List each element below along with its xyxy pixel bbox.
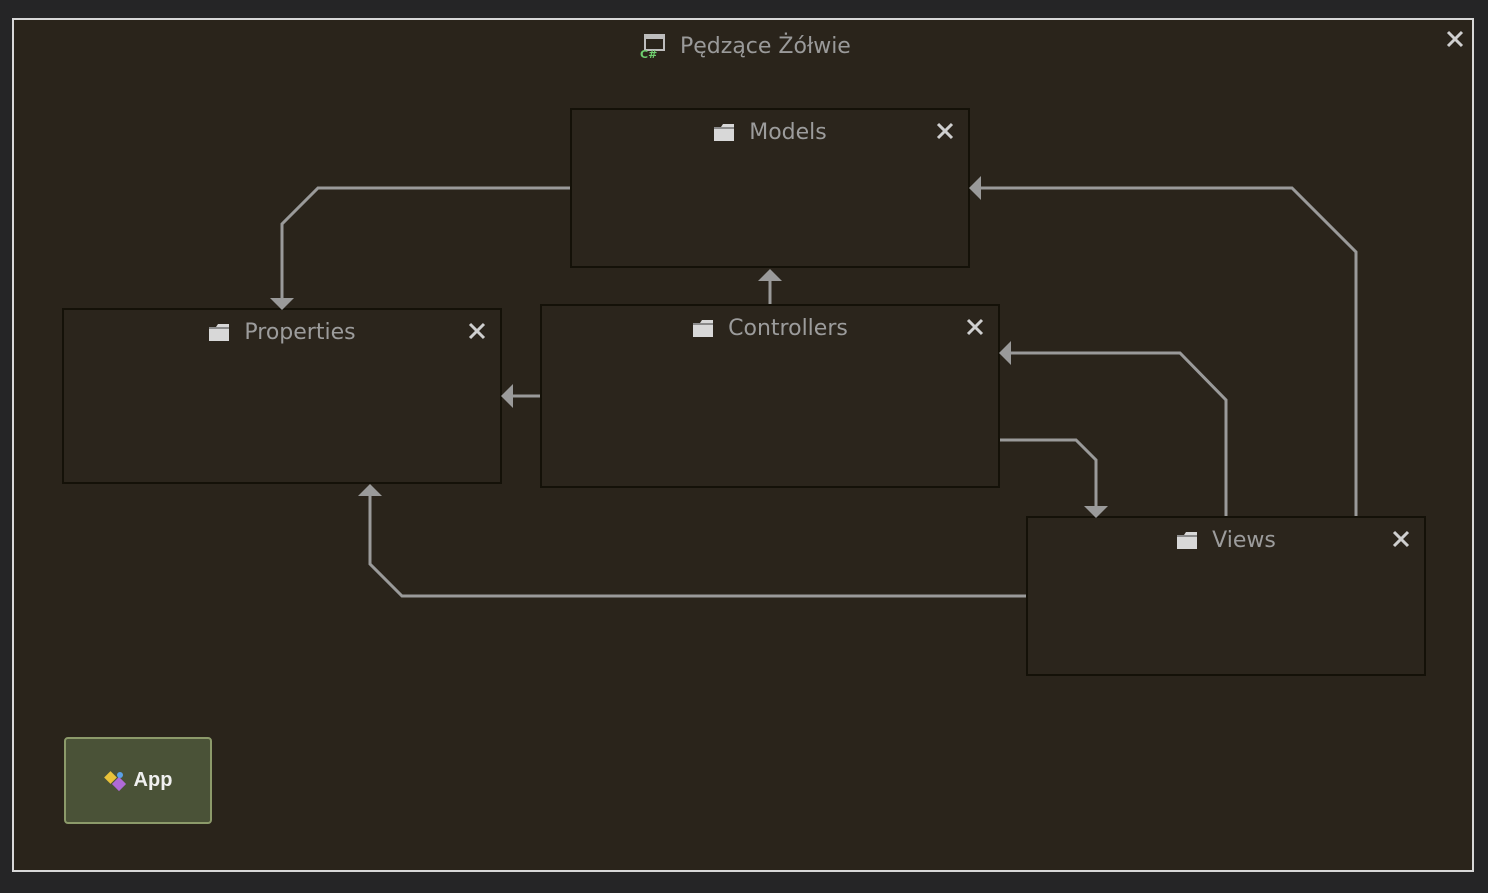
close-icon[interactable] [934,120,956,142]
csharp-project-icon: C# [640,34,665,59]
node-properties-label: Properties [244,320,356,345]
app-icon [103,770,126,791]
window-title-text: Pędzące Żółwie [680,33,851,59]
node-properties[interactable]: Properties [62,308,502,484]
node-controllers-header: Controllers [542,316,998,341]
node-models-label: Models [749,120,827,145]
svg-text:C#: C# [640,48,657,59]
node-app-label: App [133,769,173,791]
node-views-label: Views [1212,528,1276,553]
window-title: C# Pędzące Żółwie [640,30,851,62]
folder-icon [693,319,714,337]
node-properties-header: Properties [64,320,500,345]
node-controllers[interactable]: Controllers [540,304,1000,488]
close-icon[interactable] [466,320,488,342]
folder-icon [209,323,230,341]
close-icon[interactable] [1390,528,1412,550]
node-models[interactable]: Models [570,108,970,268]
node-app[interactable]: App [64,737,212,824]
folder-icon [714,123,735,141]
folder-icon [1177,531,1198,549]
node-models-header: Models [572,120,968,145]
node-views[interactable]: Views [1026,516,1426,676]
node-views-header: Views [1028,528,1424,553]
close-icon[interactable] [964,316,986,338]
window-close-icon[interactable] [1444,28,1466,50]
node-controllers-label: Controllers [728,316,848,341]
